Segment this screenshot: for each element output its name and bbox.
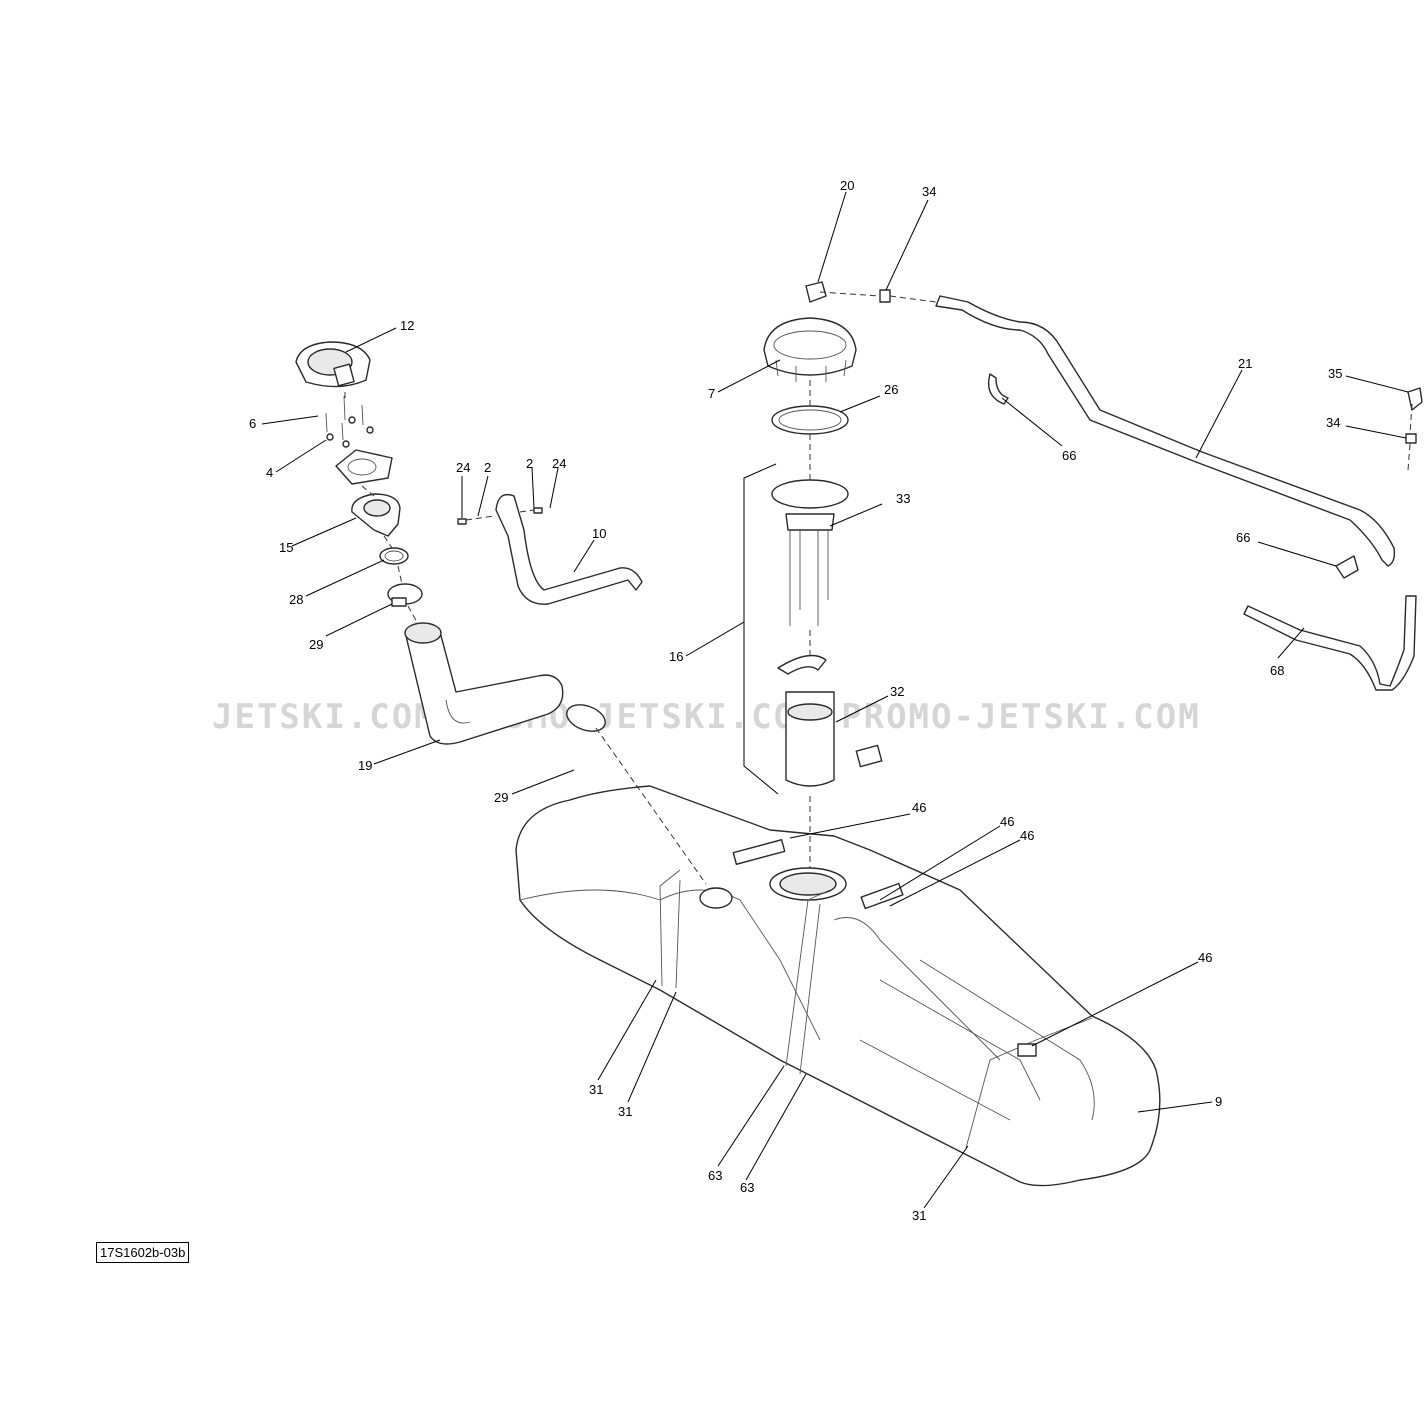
hose-tie-upper [987, 373, 1009, 405]
callout-20: 20 [840, 178, 854, 193]
leader-lines [261, 191, 1409, 1209]
callout-2: 2 [484, 460, 491, 475]
callout-31-third: 31 [912, 1208, 926, 1223]
callout-46-third: 46 [1020, 828, 1034, 843]
callout-24-second: 24 [552, 456, 566, 471]
filler-flange-gasket [335, 449, 393, 485]
cap-screws [325, 395, 374, 448]
callout-66-right: 66 [1236, 530, 1250, 545]
callout-32: 32 [890, 684, 904, 699]
lock-ring [763, 317, 857, 382]
assembly-lines [344, 291, 1413, 885]
callout-16: 16 [669, 649, 683, 664]
pump-gasket [771, 405, 849, 435]
pump-bracket-outline [743, 463, 779, 795]
callout-29-lower: 29 [494, 790, 508, 805]
filler-hose [404, 622, 564, 745]
callout-31-second: 31 [618, 1104, 632, 1119]
callout-19: 19 [358, 758, 372, 773]
callout-34: 34 [922, 184, 936, 199]
callout-46-second: 46 [1000, 814, 1014, 829]
callout-29: 29 [309, 637, 323, 652]
filler-neck-housing [351, 493, 401, 537]
callout-63: 63 [708, 1168, 722, 1183]
callout-10: 10 [592, 526, 606, 541]
callout-31: 31 [589, 1082, 603, 1097]
callout-12: 12 [400, 318, 414, 333]
fuel-tank [515, 785, 1161, 1187]
o-ring [379, 547, 409, 565]
callout-28: 28 [289, 592, 303, 607]
callout-21: 21 [1238, 356, 1252, 371]
callout-15: 15 [279, 540, 293, 555]
hose-clamp-lower [566, 704, 606, 732]
hose-tie-lower [1335, 555, 1359, 579]
callout-24: 24 [456, 460, 470, 475]
vent-line [935, 295, 1396, 567]
callout-4: 4 [266, 465, 273, 480]
callout-33: 33 [896, 491, 910, 506]
hose-clip-top [879, 289, 891, 303]
callout-34-right: 34 [1326, 415, 1340, 430]
hose-clip-right [1405, 433, 1417, 444]
watermark-text: JETSKI.COM PROMO-JETSKI.COM PROMO-JETSKI… [212, 697, 1201, 737]
fuel-pump-module [771, 479, 883, 787]
callout-6: 6 [249, 416, 256, 431]
vent-hose [457, 493, 643, 605]
callout-35: 35 [1328, 366, 1342, 381]
hose-clamp-upper [387, 583, 423, 607]
check-valve-fitting [1407, 387, 1423, 411]
callout-46-fourth: 46 [1198, 950, 1212, 965]
diagram-reference-code: 17S1602b-03b [96, 1242, 190, 1263]
vent-fitting [805, 281, 827, 303]
callout-63-second: 63 [740, 1180, 754, 1195]
drain-hose [1243, 595, 1417, 691]
filler-cap [295, 341, 371, 388]
callout-68: 68 [1270, 663, 1284, 678]
callout-9: 9 [1215, 1094, 1222, 1109]
callout-labels: 20 34 12 7 26 21 35 34 66 6 4 24 2 2 24 … [249, 178, 1342, 1223]
callout-2-second: 2 [526, 456, 533, 471]
callout-66: 66 [1062, 448, 1076, 463]
callout-26: 26 [884, 382, 898, 397]
callout-7: 7 [708, 386, 715, 401]
callout-46: 46 [912, 800, 926, 815]
